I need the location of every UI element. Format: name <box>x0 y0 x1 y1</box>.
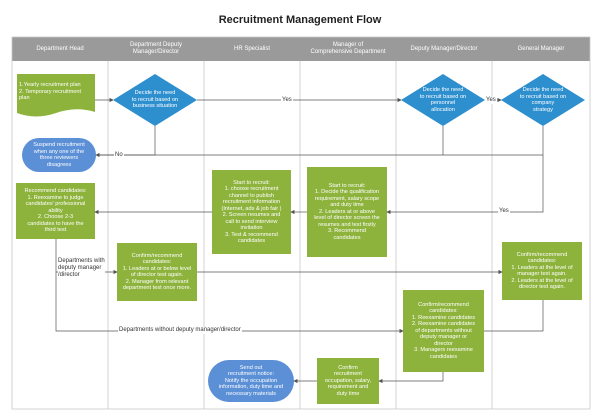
send-notice-text: Send out recruitment notice: Notify the … <box>218 364 284 397</box>
confirm-gm-title: Confirm/recommend candidates: <box>516 251 568 265</box>
decide-personnel-text: Decide the need to recruit based on pers… <box>419 87 467 113</box>
confirm-salary-text: Confirm recruitment occupation, salary, … <box>324 364 372 397</box>
confirm-gm-text: Confirm/recommend candidates: 1. Leaders… <box>502 244 582 298</box>
lane-header-deputy-manager: Deputy Manager/Director <box>410 45 478 52</box>
diagram-title: Recruitment Management Flow <box>218 14 382 26</box>
confirm-gm-box <box>502 242 582 300</box>
lane-header-department-head: Department Head <box>36 45 84 52</box>
start-comp-box <box>307 167 387 257</box>
lane-header-comprehensive-department: Manager of Comprehensive Department <box>310 42 386 55</box>
confirm-dm-body: 1. Reexamine candidates 2. Reexamine can… <box>411 314 476 360</box>
edge-label-yes-right: Yes <box>485 97 497 104</box>
lane-header-general-manager: General Manager <box>517 45 565 52</box>
decide-strategy-diamond <box>501 74 585 126</box>
lane-header-department-deputy: Department Deputy Manager/Director <box>129 42 183 55</box>
confirm-deputy-box <box>117 243 197 301</box>
start-hr-text: Start to recruit: 1. choose recruitment … <box>221 179 282 245</box>
edge-label-without-deputy: Departments without deputy manager/direc… <box>118 327 242 334</box>
connectors <box>55 97 544 384</box>
confirm-salary-box <box>317 358 379 404</box>
confirm-dm-text: Confirm/recommend candidates: 1. Reexami… <box>403 292 484 370</box>
edge-label-yes-top: Yes <box>281 97 293 104</box>
send-notice-oval <box>208 360 294 402</box>
confirm-dm-title: Confirm/recommend candidates: <box>418 301 469 315</box>
edge-label-yes-lower: Yes <box>498 208 510 215</box>
confirm-deputy-body: 1. Leaders at or below level of director… <box>122 265 192 292</box>
decide-strategy-text: Decide the need to recruit based on comp… <box>519 87 567 113</box>
edge-label-no: No <box>114 152 124 159</box>
yearly-plan-document-shape <box>17 74 95 117</box>
swimlane-grid <box>11 36 591 410</box>
recommend-candidates-box <box>16 183 95 239</box>
confirm-deputy-text: Confirm/recommend candidates: 1. Leaders… <box>117 245 197 299</box>
suspend-text: Suspend recruitment when any one of the … <box>33 142 85 168</box>
start-hr-box <box>212 170 291 254</box>
start-comp-text: Start to recruit: 1. Decide the qualific… <box>314 182 380 241</box>
edge-label-with-deputy: Departments with deputy manager /directo… <box>58 258 105 279</box>
decide-deputy-diamond <box>113 74 197 126</box>
decide-personnel-diamond <box>401 74 485 126</box>
yearly-plan-text: 1.Yearly recruitment plan 2. Temporary r… <box>19 82 82 102</box>
swimlane-header-bar <box>12 37 590 61</box>
confirm-dm-box <box>403 290 484 372</box>
confirm-deputy-title: Confirm/recommend candidates: <box>131 252 183 266</box>
lane-header-hr-specialist: HR Specialist <box>233 45 270 52</box>
recommend-candidates-text: Recommend candidates: 1. Reexamine to ju… <box>24 188 87 234</box>
decide-deputy-text: Decide the need to recruit based on busi… <box>131 90 179 110</box>
confirm-gm-body: 1. Leaders at the level of manager test … <box>511 264 573 291</box>
suspend-oval <box>22 138 96 172</box>
